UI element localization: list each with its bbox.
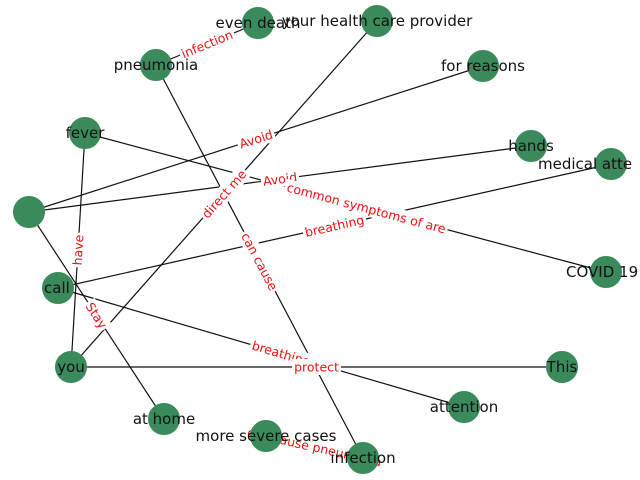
node-label-even_death: even death bbox=[216, 14, 301, 32]
node-label-provider: your health care provider bbox=[282, 12, 473, 30]
edge-label-background bbox=[235, 125, 277, 153]
node-even_death bbox=[242, 7, 274, 39]
edge-label-background bbox=[196, 164, 252, 224]
edge-label-group-can-cause: can cause bbox=[236, 228, 283, 295]
edge-label-group-avoid: Avoid bbox=[235, 125, 277, 153]
edge-label-have: have bbox=[70, 234, 87, 266]
edge-label-background bbox=[301, 211, 368, 241]
node-label-this: This bbox=[546, 358, 578, 376]
edge-label-background bbox=[292, 359, 341, 375]
edge-label-group-have: have bbox=[68, 232, 88, 268]
node-label-pneumonia: pneumonia bbox=[114, 56, 198, 74]
node-label-hands: hands bbox=[508, 137, 554, 155]
node-reasons bbox=[467, 50, 499, 82]
node-pneumonia bbox=[140, 49, 172, 81]
node-medical bbox=[595, 148, 627, 180]
node-label-covid: COVID 19 bbox=[566, 263, 638, 281]
edge-label-background bbox=[81, 297, 112, 334]
node-label-infection: infection bbox=[330, 449, 395, 467]
edge-label-group-breathing: breathing bbox=[301, 211, 368, 241]
edge-label-background bbox=[176, 25, 238, 63]
edge-label-background bbox=[68, 232, 88, 268]
node-label-you: you bbox=[57, 358, 85, 376]
edge-label-avoid: Avoid bbox=[237, 127, 274, 152]
node-severe bbox=[250, 420, 282, 452]
edges-layer bbox=[28, 20, 612, 459]
node-label-call: call bbox=[44, 279, 70, 297]
node-blank bbox=[13, 196, 45, 228]
edge-label-background bbox=[283, 178, 450, 238]
node-label-fever: fever bbox=[66, 124, 106, 142]
node-label-attention: attention bbox=[430, 398, 498, 416]
node-infection bbox=[347, 442, 379, 474]
node-label-reasons: for reasons bbox=[441, 57, 525, 75]
node-provider bbox=[361, 5, 393, 37]
node-this bbox=[546, 351, 578, 383]
edge-label-protect: protect bbox=[294, 360, 339, 375]
edge-label-direct-me: direct me bbox=[199, 166, 250, 221]
node-covid bbox=[590, 256, 622, 288]
edge-label-group-direct-me: direct me bbox=[196, 164, 252, 224]
node-label-medical: medical atte bbox=[538, 155, 632, 173]
nodes-layer bbox=[13, 5, 627, 474]
node-label-severe: more severe cases bbox=[196, 427, 337, 445]
node-you bbox=[55, 351, 87, 383]
edge-label-group-protect: protect bbox=[292, 359, 341, 375]
node-home bbox=[148, 403, 180, 435]
node-hands bbox=[515, 130, 547, 162]
node-call bbox=[42, 272, 74, 304]
node-fever bbox=[69, 117, 101, 149]
edge-label-breathing: breathing bbox=[303, 212, 365, 240]
node-attention bbox=[448, 391, 480, 423]
node-label-home: at home bbox=[133, 410, 195, 428]
edge-label-background bbox=[236, 228, 283, 295]
edge-label-group-stay: Stay bbox=[81, 297, 112, 334]
